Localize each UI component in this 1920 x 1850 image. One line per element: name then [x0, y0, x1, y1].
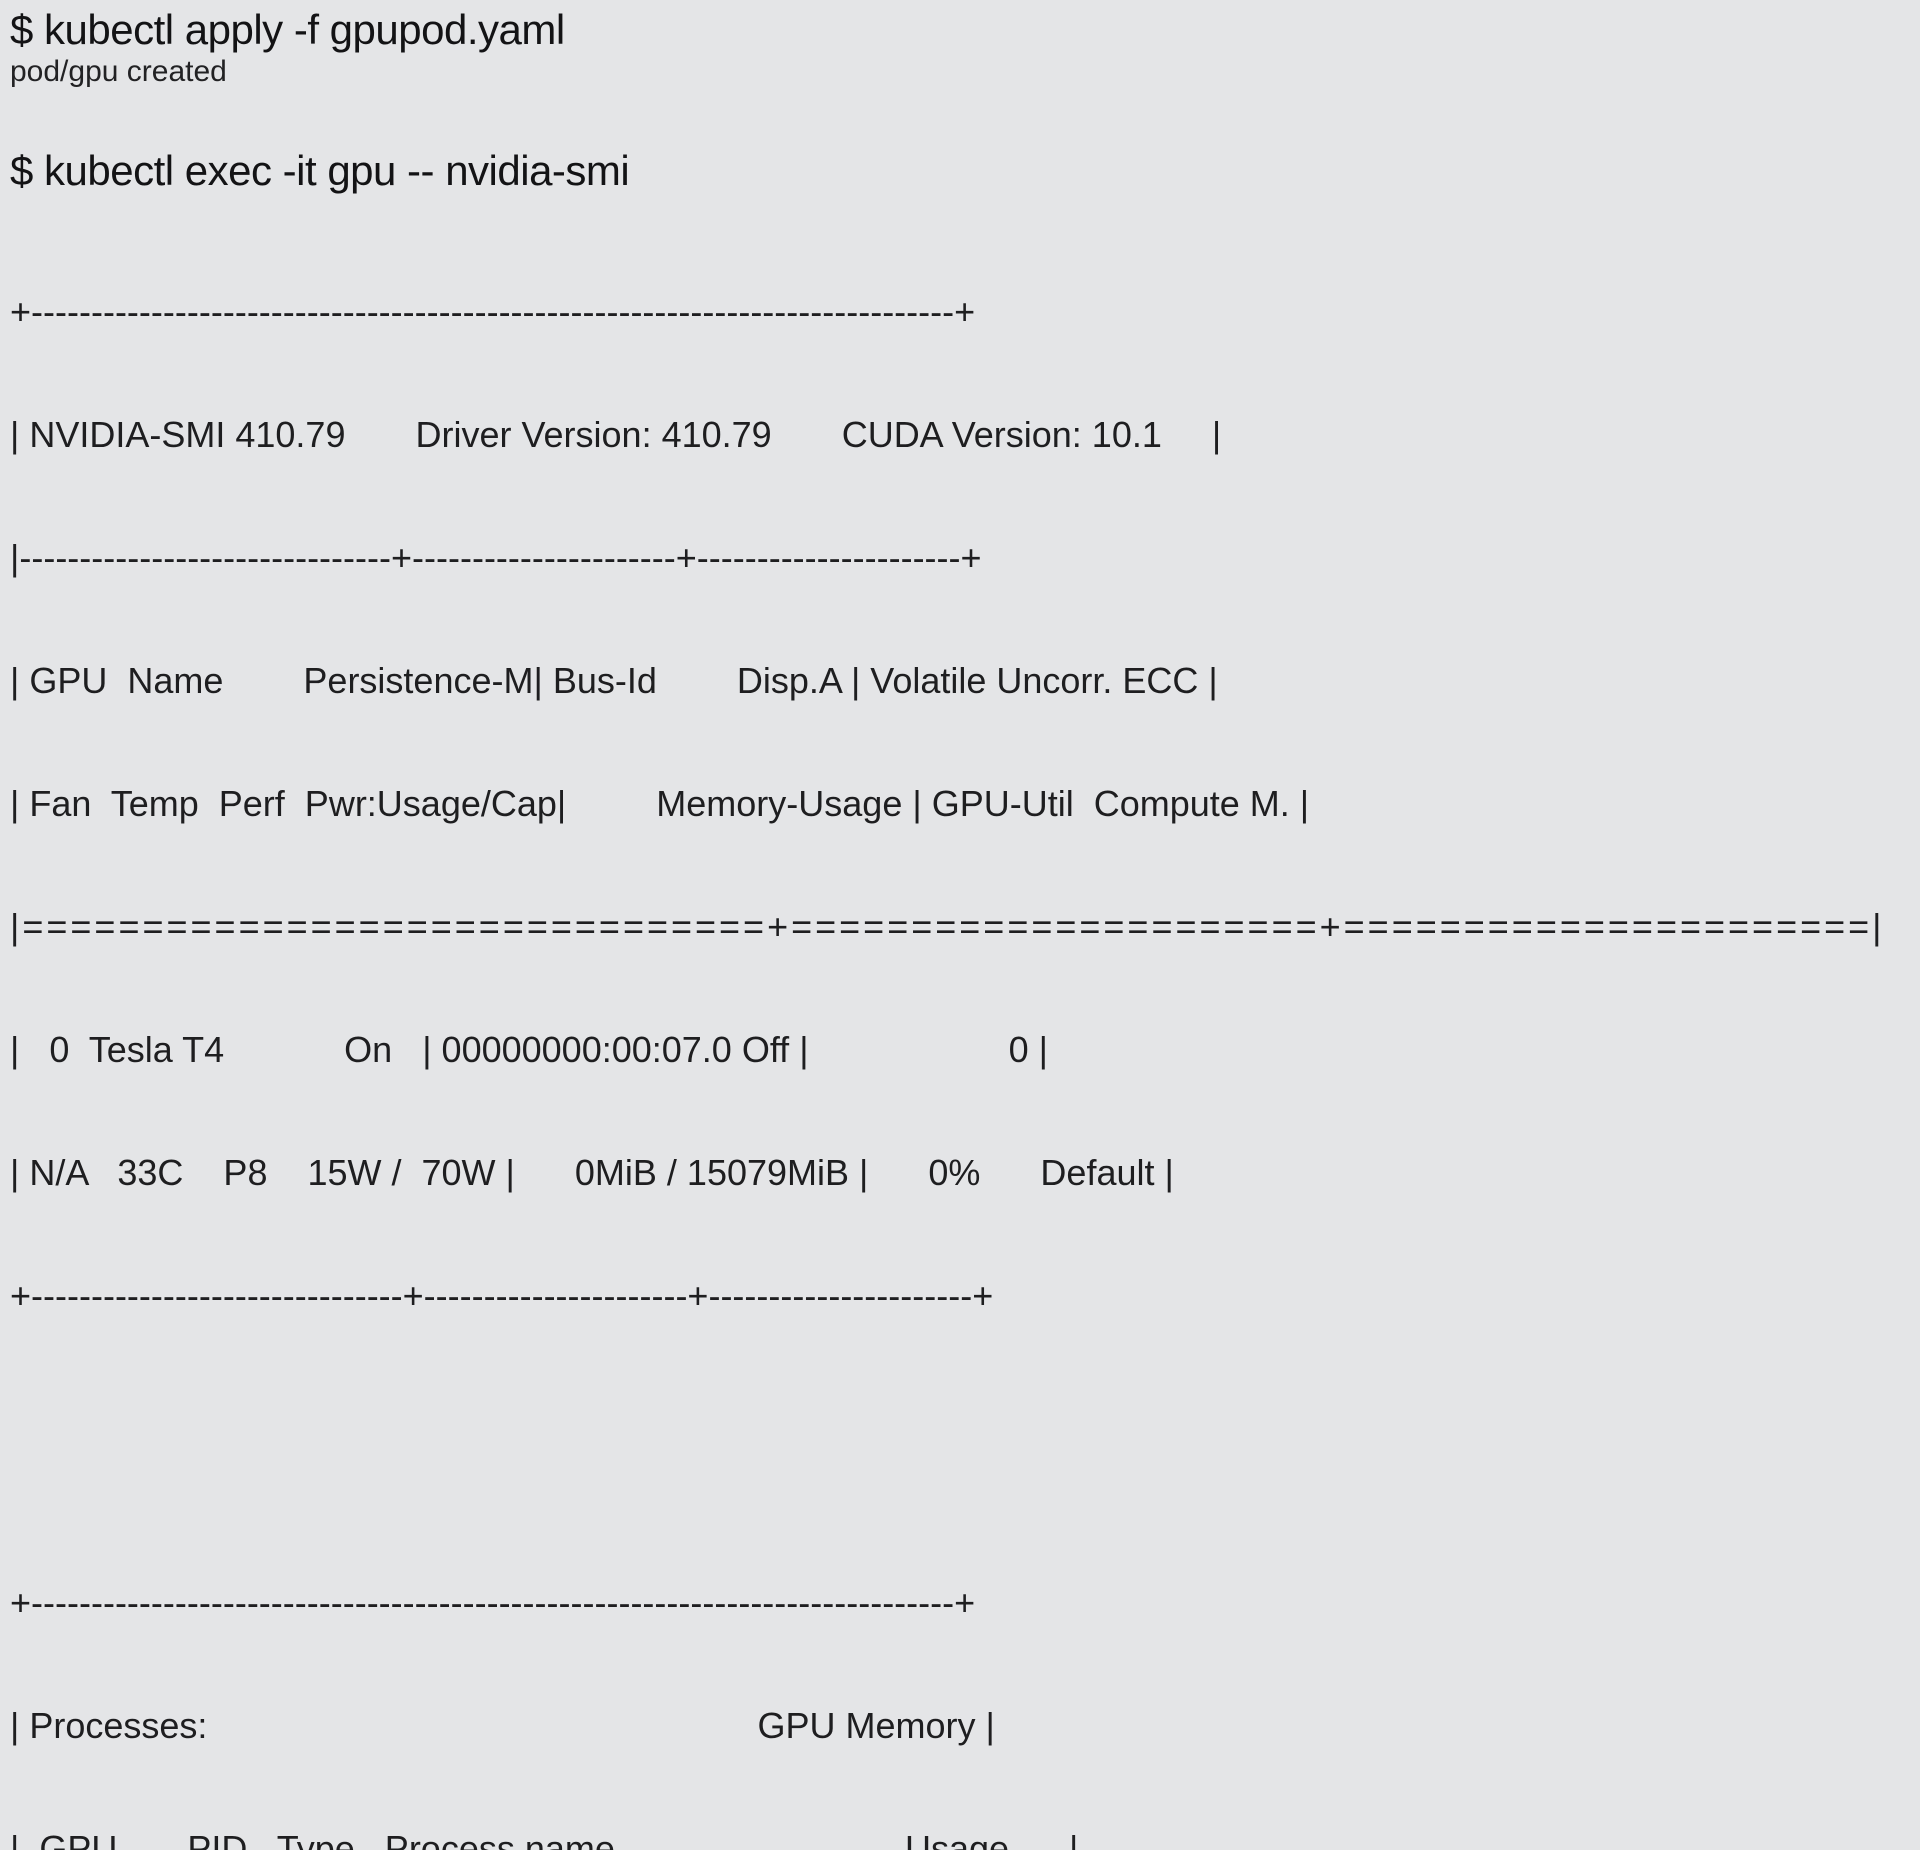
smi-header-line-2: | Fan Temp Perf Pwr:Usage/Cap| Memory-Us… — [10, 783, 1310, 824]
smi-border-line: +---------------------------------------… — [10, 1582, 976, 1623]
nvidia-smi-gpu-table: +---------------------------------------… — [10, 209, 1920, 1398]
smi-equals-line: |===============================+=======… — [10, 906, 1885, 947]
smi-processes-header: | Processes: GPU Memory | — [10, 1705, 995, 1746]
smi-gpu-row-2: | N/A 33C P8 15W / 70W | 0MiB / 15079MiB… — [10, 1152, 1174, 1193]
smi-gpu-row-1: | 0 Tesla T4 On | 00000000:00:07.0 Off |… — [10, 1029, 1048, 1070]
nvidia-smi-process-table: +---------------------------------------… — [10, 1500, 1920, 1850]
smi-processes-columns: | GPU PID Type Process name Usage | — [10, 1828, 1079, 1850]
smi-border-line: +---------------------------------------… — [10, 291, 976, 332]
smi-version-line: | NVIDIA-SMI 410.79 Driver Version: 410.… — [10, 414, 1222, 455]
command-kubectl-exec: $ kubectl exec -it gpu -- nvidia-smi — [10, 147, 630, 194]
terminal-screenshot: { "colors": { "background": "#e4e5e7", "… — [10, 6, 1882, 1850]
command-kubectl-apply: $ kubectl apply -f gpupod.yaml — [10, 6, 565, 53]
output-pod-created: pod/gpu created — [10, 55, 227, 88]
smi-header-line-1: | GPU Name Persistence-M| Bus-Id Disp.A … — [10, 660, 1218, 701]
smi-border-line: +-------------------------------+-------… — [10, 1275, 994, 1316]
table-gap — [10, 1398, 1920, 1486]
smi-separator-line: |-------------------------------+-------… — [10, 537, 982, 578]
